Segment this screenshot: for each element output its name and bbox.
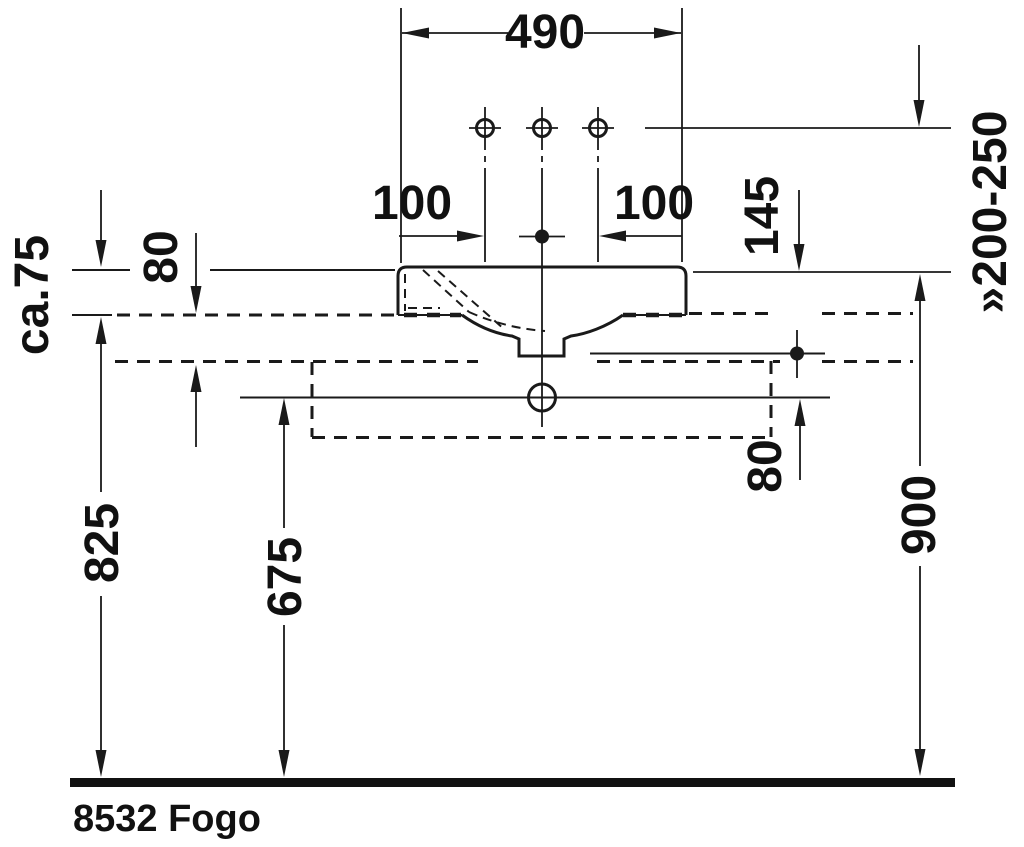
dim-drain-height: 675 (259, 398, 312, 777)
arrow-right-icon (654, 27, 681, 39)
siphon-clearance-box (310, 361, 773, 439)
tap-hole-right (582, 107, 614, 262)
dim-label-145: 145 (736, 176, 789, 256)
arrow-left-icon (599, 230, 626, 242)
arrow-up-icon (95, 317, 107, 344)
dim-label-ca75: ca.75 (6, 235, 59, 355)
dim-counter-height: 825 (76, 317, 129, 777)
dim-label-100-right: 100 (614, 177, 694, 230)
dim-tap-spacing-left: 100 (372, 177, 484, 242)
dim-label-490: 490 (505, 6, 585, 59)
dim-supply-drop: 145 (736, 176, 805, 271)
dim-label-80-left: 80 (135, 230, 188, 283)
dim-label-200-250: »200-250 (964, 111, 1017, 314)
arrow-down-icon (913, 100, 925, 127)
arrow-up-icon (190, 365, 202, 392)
drain-outlet (240, 382, 830, 413)
dim-label-900: 900 (893, 475, 946, 555)
reference-lines (72, 127, 951, 439)
dim-label-825: 825 (76, 503, 129, 583)
arrow-down-icon (190, 286, 202, 313)
dim-label-675: 675 (259, 537, 312, 617)
tap-hole-left (469, 107, 501, 262)
dim-tap-spacing-right: 100 (599, 177, 694, 242)
dim-rim-above-counter: ca.75 (6, 190, 107, 355)
dim-counter-zone: 80 (135, 230, 202, 447)
arrow-down-icon (793, 244, 805, 271)
arrow-up-icon (914, 274, 926, 301)
arrow-down-icon (95, 750, 107, 777)
dim-label-100-left: 100 (372, 177, 452, 230)
center-point-dot (535, 229, 549, 244)
tap-hole-center (526, 107, 558, 427)
floor-line (70, 778, 955, 787)
drain-circle (527, 382, 557, 413)
dim-label-80-right: 80 (739, 439, 792, 492)
tap-holes (469, 107, 614, 427)
basin-hidden-overflow-lines (404, 269, 546, 332)
arrow-up-icon (794, 399, 806, 426)
dim-faucet-height-range: »200-250 (913, 45, 1017, 314)
product-code-label: 8532 Fogo (73, 798, 261, 840)
supply-connection (590, 330, 825, 378)
dim-overall-width: 490 (400, 6, 683, 263)
supply-point-dot (790, 346, 804, 361)
arrow-right-icon (457, 230, 484, 242)
arrow-down-icon (278, 750, 290, 777)
arrow-up-icon (278, 398, 290, 425)
arrow-down-icon (914, 749, 926, 776)
dim-rim-height: 900 (893, 274, 946, 776)
center-reference-mark (519, 229, 565, 244)
dim-supply-to-drain: 80 (739, 399, 806, 493)
arrow-down-icon (95, 240, 107, 267)
arrow-left-icon (402, 27, 429, 39)
